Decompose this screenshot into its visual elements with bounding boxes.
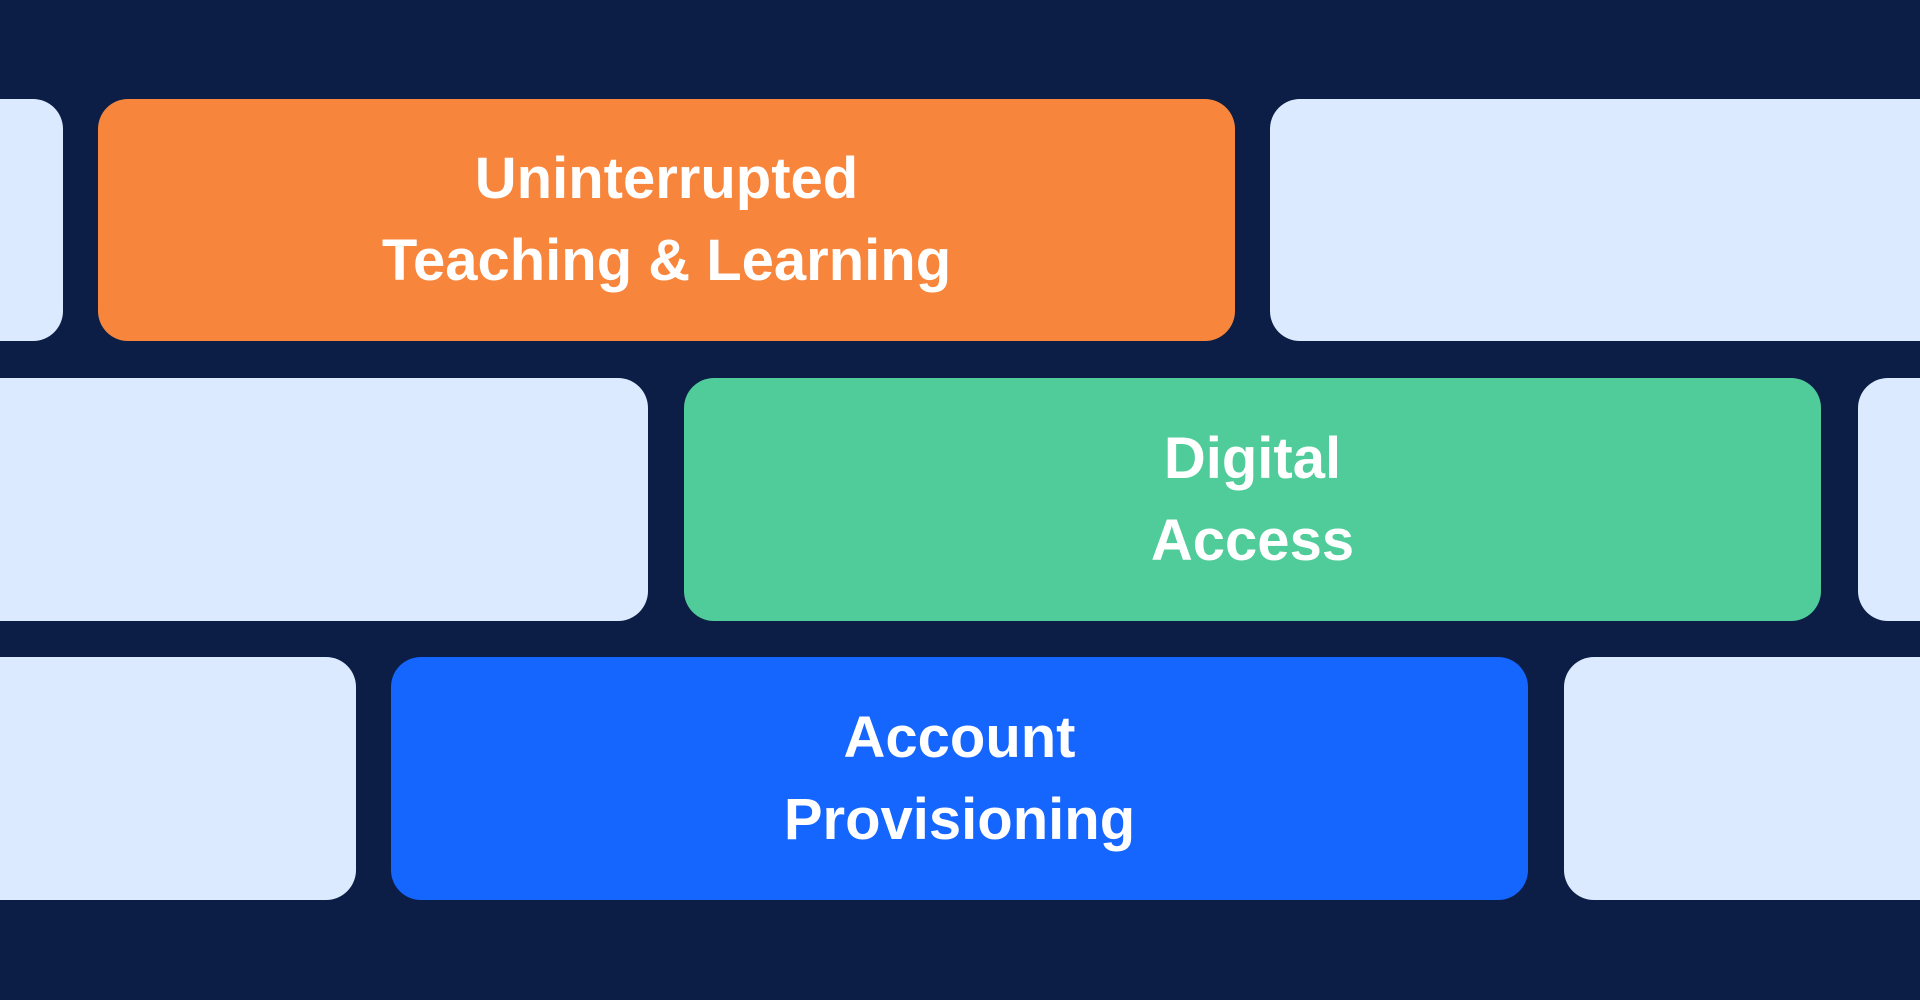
account-provisioning-block: Account Provisioning <box>391 657 1528 900</box>
digital-access-block: Digital Access <box>684 378 1821 621</box>
placeholder-block <box>1858 378 1920 621</box>
account-provisioning-line-1: Account <box>843 704 1076 770</box>
placeholder-block <box>0 99 63 341</box>
teaching-learning-line-2: Teaching & Learning <box>381 228 952 293</box>
placeholder-block <box>0 378 648 621</box>
placeholder-block <box>1564 657 1920 900</box>
placeholder-block <box>0 657 356 900</box>
digital-access-line-2: Access <box>1150 507 1355 573</box>
digital-access-line-1: Digital <box>1163 425 1342 491</box>
account-provisioning-line-2: Provisioning <box>783 786 1136 852</box>
teaching-learning-line-1: Uninterrupted <box>474 146 859 211</box>
placeholder-block <box>1270 99 1920 341</box>
teaching-learning-block: Uninterrupted Teaching & Learning <box>98 99 1235 341</box>
